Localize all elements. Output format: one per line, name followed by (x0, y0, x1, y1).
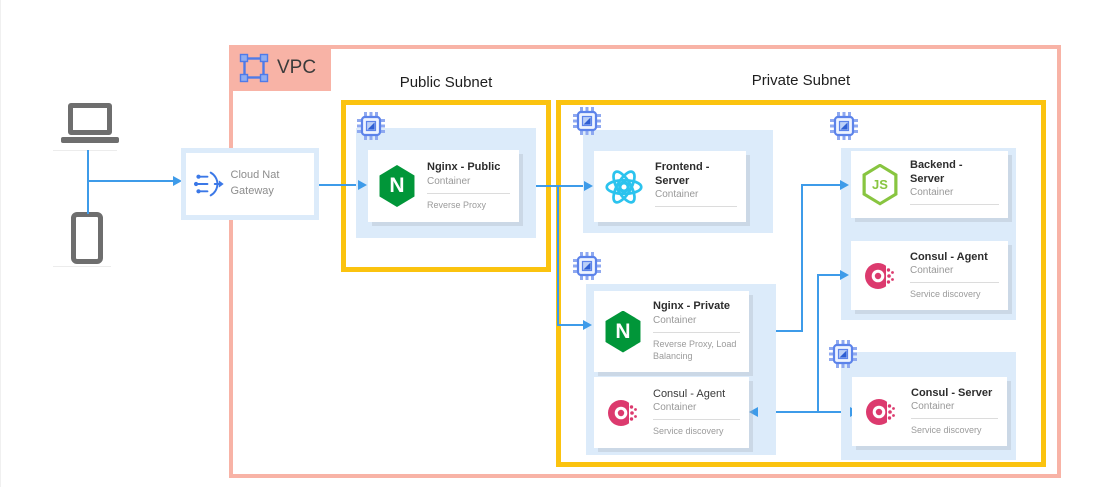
node-title: Nginx - Public (427, 161, 501, 174)
node-type: Container (655, 188, 737, 208)
vpc-icon (239, 53, 269, 83)
chip-icon (829, 340, 857, 368)
node-note: Reverse Proxy (427, 199, 487, 210)
node-title: Nginx - Private (653, 300, 731, 313)
node-type: Container (427, 175, 510, 194)
divider (53, 150, 117, 151)
connector-consul-agent-server (755, 411, 853, 413)
gateway-label: Cloud Nat Gateway (230, 169, 280, 197)
arrowhead-icon (358, 180, 367, 190)
nat-gateway-icon (193, 171, 224, 197)
connector-nginx-private-out (749, 330, 803, 332)
node-title: Consul - Agent (910, 250, 988, 263)
connector-devices (87, 150, 89, 214)
node-note: Service discovery (911, 425, 982, 436)
connector-up-to-backend (801, 184, 803, 332)
chip-icon (830, 112, 858, 140)
node-backend-server: JS Backend - Server Container (851, 151, 1008, 218)
arrowhead-icon (173, 176, 182, 186)
node-cloud-nat-gateway: Cloud Nat Gateway (186, 153, 314, 215)
arrowhead-icon (584, 181, 593, 191)
connector-consul-branch (817, 274, 819, 413)
public-subnet-label: Public Subnet (399, 74, 493, 91)
connector-to-consul-agent (817, 274, 843, 276)
node-title: Consul - Agent (653, 387, 726, 400)
connector-devices-gateway (87, 180, 175, 182)
nodejs-icon: JS (860, 163, 900, 206)
node-nginx-private: N Nginx - Private Container Reverse Prox… (594, 291, 749, 372)
nginx-icon: N (377, 165, 417, 207)
arrowhead-icon (840, 270, 849, 280)
node-note: Service discovery (653, 426, 724, 437)
divider (53, 266, 111, 267)
private-subnet-label: Private Subnet (751, 72, 851, 89)
node-nginx-public: N Nginx - Public Container Reverse Proxy (368, 150, 519, 222)
node-note: Reverse Proxy, Load Balancing (653, 339, 737, 362)
laptop-icon (61, 103, 119, 143)
chip-icon (573, 252, 601, 280)
nginx-icon: N (603, 310, 643, 353)
node-type: Container (653, 314, 740, 334)
smartphone-icon (71, 212, 103, 264)
node-title: Frontend - Server (655, 160, 710, 187)
arrowhead-icon (840, 180, 849, 190)
node-title: Backend - Server (910, 158, 963, 185)
node-consul-agent-backend: Consul - Agent Container Service discove… (851, 241, 1008, 310)
node-type: Container (910, 186, 999, 206)
consul-icon (861, 393, 901, 431)
node-title: Consul - Server (911, 386, 993, 399)
node-type: Container (653, 401, 740, 421)
connector-to-nginx-private (557, 324, 585, 326)
arrowhead-icon (583, 320, 592, 330)
connector-nginx-public-frontend (519, 185, 585, 187)
consul-icon (603, 394, 643, 432)
react-icon (603, 167, 645, 207)
node-note: Service discovery (910, 289, 981, 300)
arrowhead-icon (749, 407, 758, 417)
vpc-label: VPC (229, 45, 331, 91)
connector-to-backend (801, 184, 843, 186)
node-type: Container (911, 400, 998, 420)
node-consul-server: Consul - Server Container Service discov… (852, 377, 1007, 446)
node-frontend-server: Frontend - Server Container (594, 151, 746, 222)
consul-icon (860, 257, 900, 295)
node-consul-agent-private: Consul - Agent Container Service discove… (594, 377, 749, 448)
vpc-label-text: VPC (277, 57, 317, 78)
chip-icon (357, 112, 385, 140)
connector-gateway-nginx-public (319, 184, 361, 186)
chip-icon (573, 107, 601, 135)
node-type: Container (910, 264, 999, 284)
connector-nginx-public-down (557, 185, 559, 325)
